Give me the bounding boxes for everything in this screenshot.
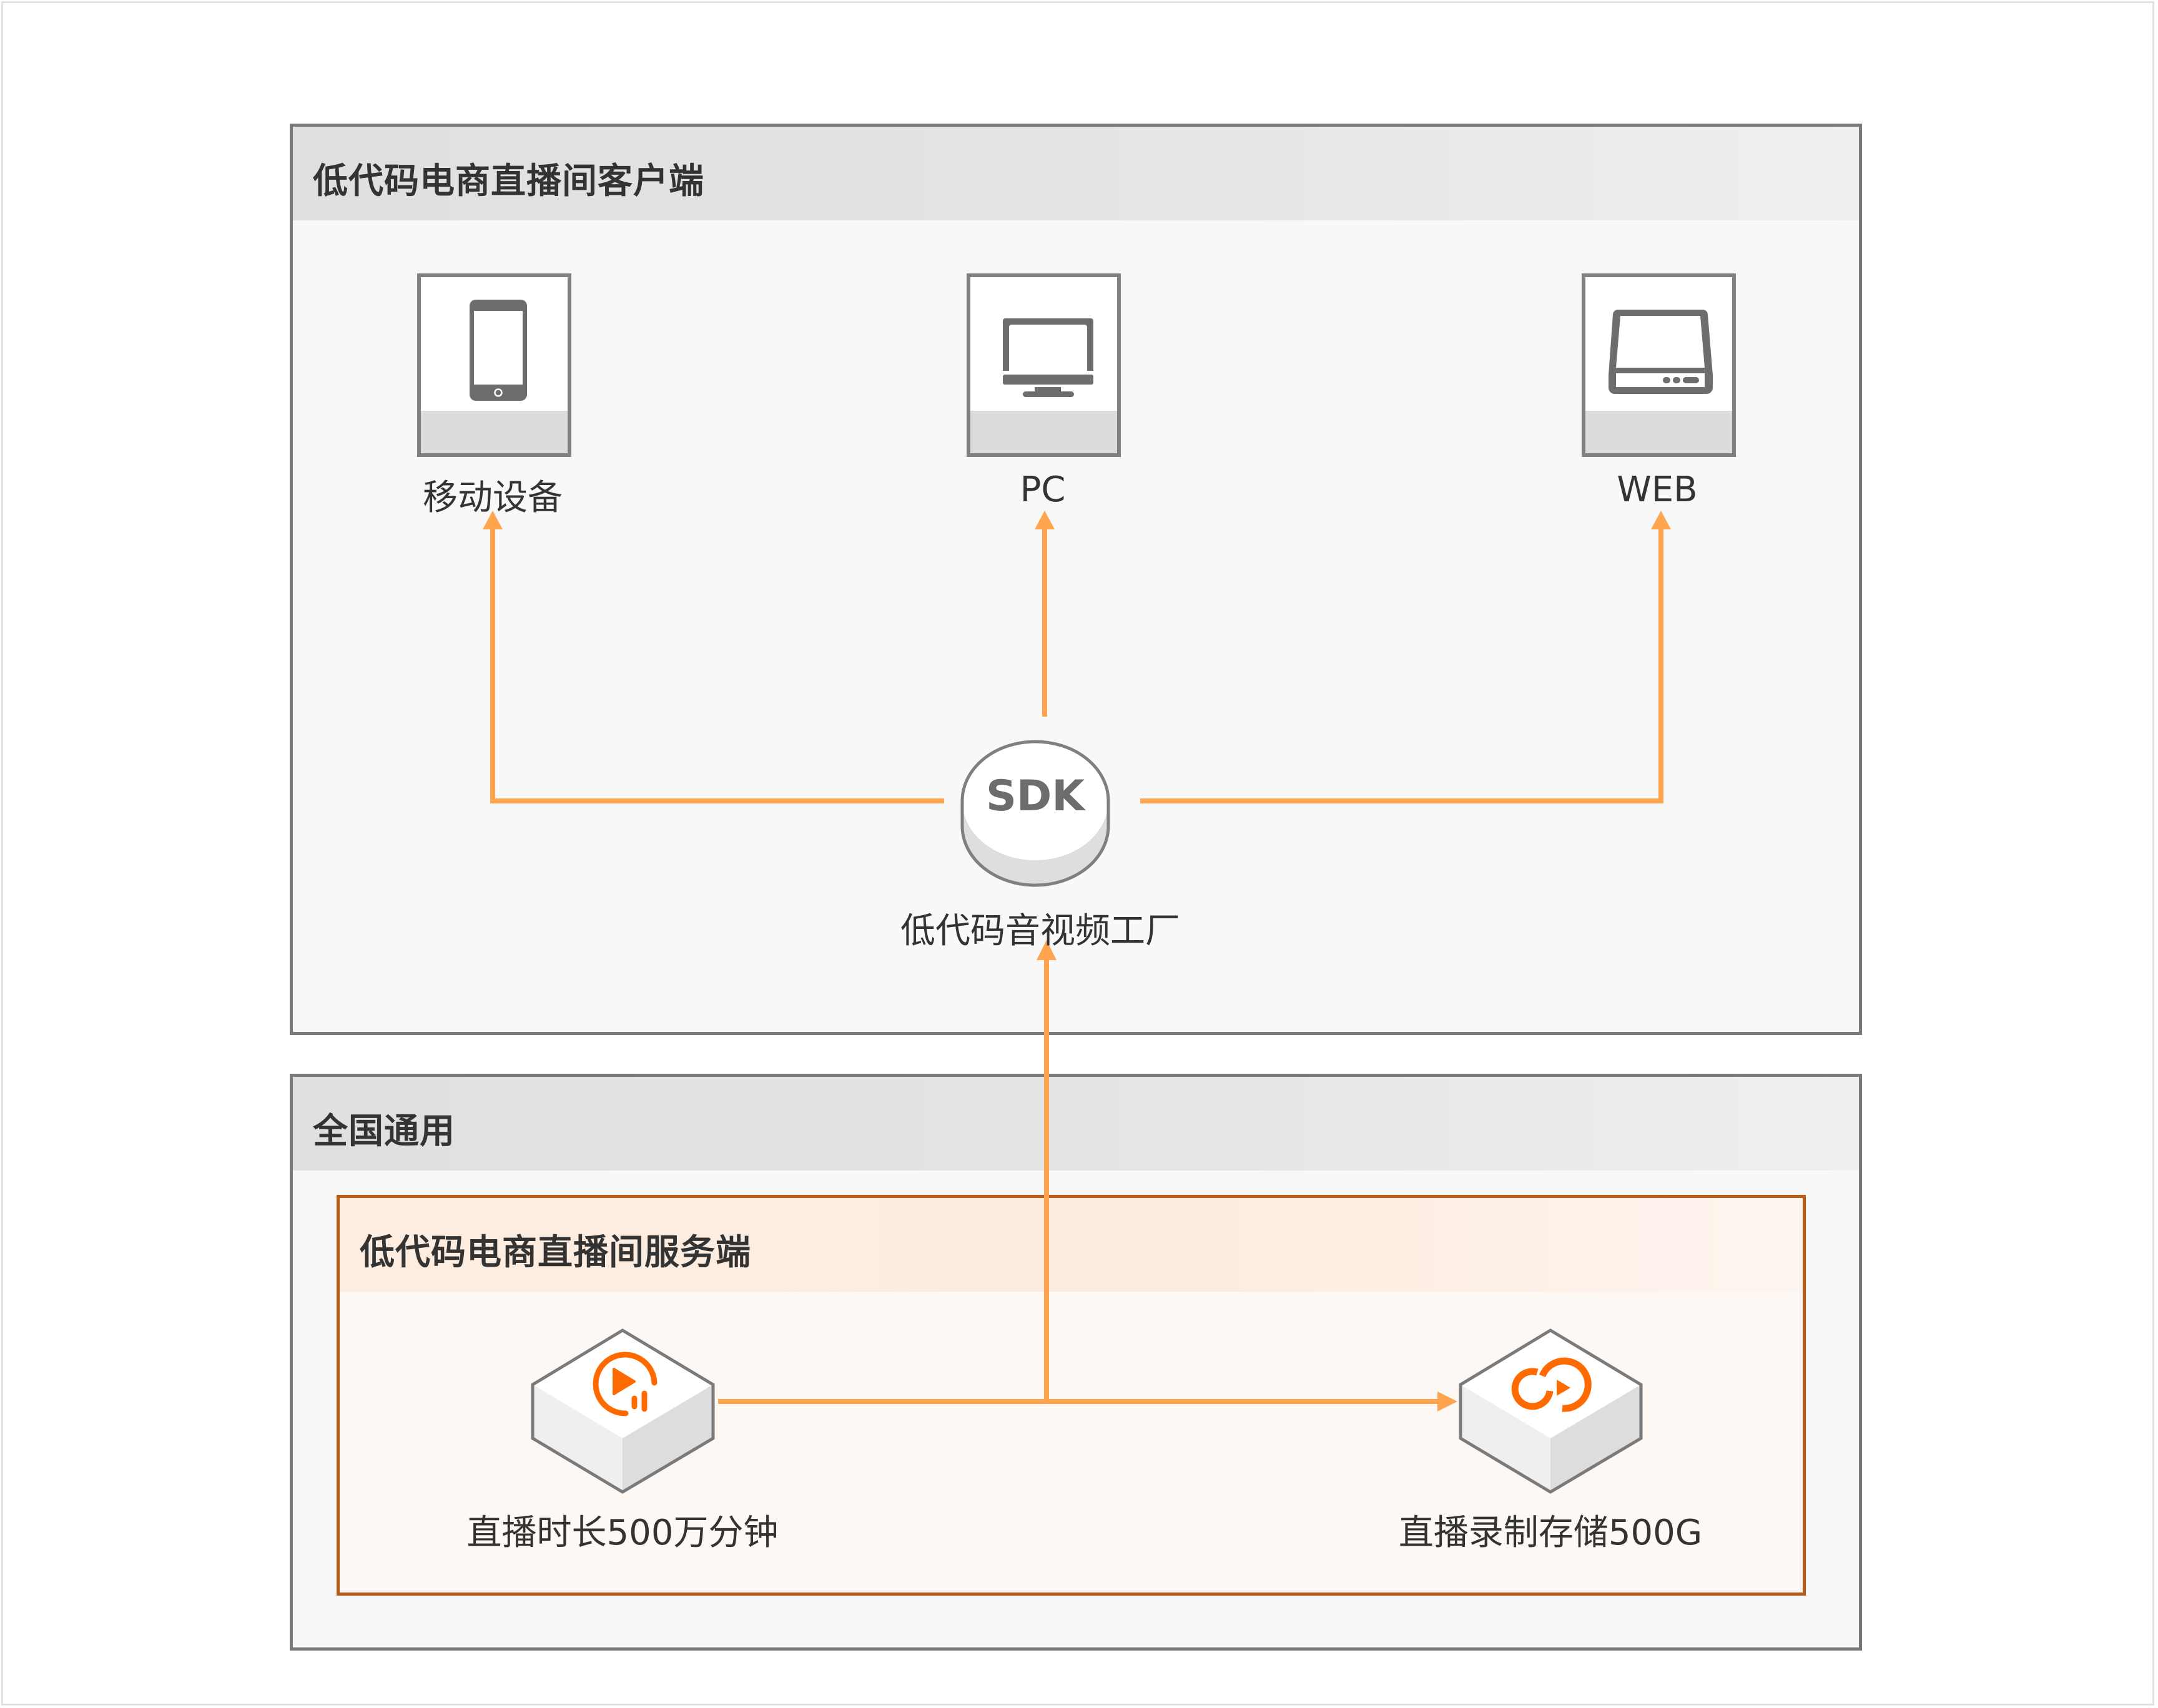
mobile-phone-icon [470,300,527,401]
web-terminal-icon [1609,310,1713,394]
region-panel-header: 全国通用 [293,1077,1859,1171]
live-duration-icon [593,1352,658,1416]
device-web-label: WEB [1617,469,1698,510]
connector-server-to-sdk [718,940,1057,1404]
arrowhead-sdk [1037,940,1057,960]
desktop-monitor-icon [1003,318,1093,397]
node-live-duration[interactable] [531,1328,715,1494]
node-live-storage[interactable] [1459,1328,1643,1494]
client-panel-header: 低代码电商直播间客户端 [293,127,1859,220]
arrowhead-web [1651,511,1671,529]
node-live-storage-label: 直播录制存储500G [1398,1513,1703,1553]
arrowhead-mobile [483,511,503,529]
device-pc[interactable] [967,273,1121,457]
server-box-title: 低代码电商直播间服务端 [360,1232,751,1273]
connector-sdk-to-pc [1035,511,1055,717]
arrowhead-storage [1437,1391,1457,1411]
sdk-node[interactable]: SDK [960,740,1110,887]
connector-to-storage [1047,1391,1457,1411]
client-panel-title: 低代码电商直播间客户端 [313,161,704,202]
region-panel-title: 全国通用 [313,1111,455,1152]
device-web[interactable] [1582,273,1736,457]
connector-sdk-to-mobile [483,511,944,803]
live-recording-storage-icon [1511,1357,1592,1412]
sdk-text: SDK [986,772,1086,821]
server-box-header: 低代码电商直播间服务端 [340,1198,1803,1292]
sdk-label: 低代码音视频工厂 [900,911,1180,951]
node-live-duration-label: 直播时长500万分钟 [466,1513,779,1553]
device-mobile[interactable] [417,273,571,457]
arrowhead-pc [1035,511,1055,529]
device-pc-label: PC [1020,469,1066,510]
connector-sdk-to-web [1140,511,1671,803]
